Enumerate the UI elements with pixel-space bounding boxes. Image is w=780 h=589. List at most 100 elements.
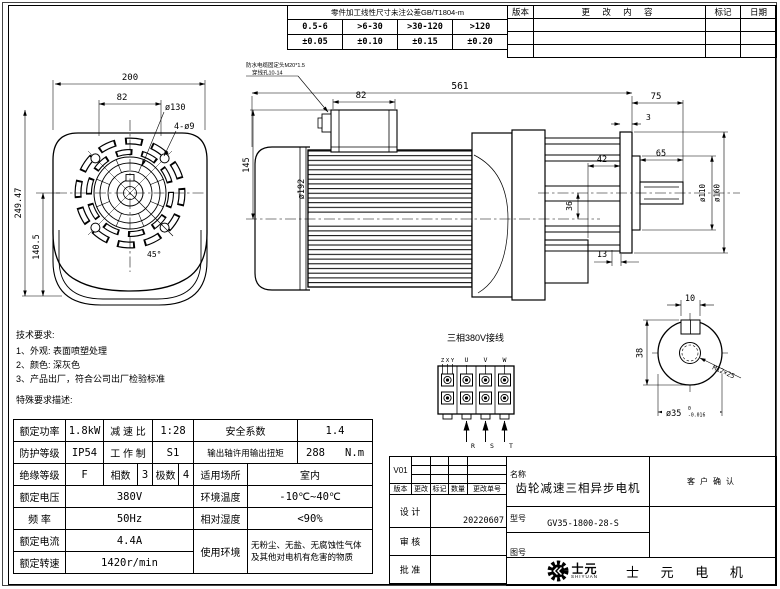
version-code: V01 — [389, 456, 412, 484]
spec-label: 减 速 比 — [103, 419, 153, 442]
logo-text: 士元 — [571, 562, 598, 577]
dim-side-axis-offset: 36 — [565, 201, 574, 211]
spec-label: 适用场所 — [193, 463, 249, 486]
front-view-dims: 200 82 ø130 4-ø9 249.47 140.5 45° — [14, 73, 194, 260]
title-block-main: 名称 齿轮减速三相异步电机 客户确认 型号 GV35-1800-28-S 图号 — [506, 456, 777, 586]
model-cell: 型号 GV35-1800-28-S — [506, 506, 650, 533]
customer-confirm-cell: 客户确认 — [649, 456, 777, 507]
spec-value: 288 N.m — [297, 441, 374, 464]
revision-header-content: 更 改 内 容 — [533, 5, 706, 19]
company-name: 士 元 电 机 — [626, 565, 752, 580]
line-label-s: S — [490, 442, 494, 450]
spec-value: 1.8kW — [65, 419, 104, 442]
dim-front-total-height: 249.47 — [14, 188, 24, 219]
dim-side-total-length: 561 — [451, 81, 468, 92]
terminal-label-u: U — [465, 356, 469, 364]
model-label: 型号 — [510, 513, 526, 523]
spec-label: 安全系数 — [193, 419, 299, 442]
spec-label: 额定电压 — [13, 485, 66, 508]
dim-shaft-key-width: 10 — [685, 294, 695, 304]
check-label: 审 核 — [389, 527, 431, 556]
terminal-label-v: V — [484, 356, 488, 364]
callout-cable-gland: 防水电缆固定头M20*1.5 — [246, 61, 305, 69]
callout-wire-hole: 穿线孔10-14 — [252, 69, 283, 77]
dim-shaft-tol-upper: 0 — [688, 406, 691, 412]
front-view — [22, 80, 208, 306]
wiring-labels: 三相380V接线 Z X Y U V W R S T — [441, 332, 513, 450]
tb-col-version: 版本 — [389, 483, 412, 495]
company-cell: 士元 SHIYUAN 士 元 电 机 — [506, 557, 777, 586]
dim-front-bolt-spacing: 82 — [117, 93, 128, 103]
revision-table: 版本 更 改 内 容 标记 日期 — [507, 5, 777, 58]
spec-label: 频 率 — [13, 507, 66, 530]
spec-label: 工 作 制 — [103, 441, 153, 464]
dim-shaft-tap: M12×25 — [711, 364, 736, 381]
tb-col-order: 更改单号 — [467, 483, 507, 495]
technical-requirements: 技术要求: 1、外观: 表面喷塑处理 2、颜色: 深灰色 3、产品出厂，符合公司… — [16, 328, 246, 407]
dim-side-box-width: 82 — [356, 91, 367, 101]
tolerance-range: >6-30 — [342, 19, 398, 35]
torque-unit: N.m — [345, 446, 365, 459]
dim-front-flange: ø130 — [165, 103, 185, 113]
spec-value: F — [65, 463, 104, 486]
spec-value: 50Hz — [64, 507, 195, 530]
spec-value: 380V — [64, 485, 195, 508]
spec-value: IP54 — [65, 441, 104, 464]
revision-header-date: 日期 — [740, 5, 777, 19]
terminal-label-z: Z — [441, 358, 445, 364]
spec-value: 1:28 — [151, 419, 195, 442]
wiring-title: 三相380V接线 — [447, 332, 504, 343]
shaft-end-view — [643, 300, 742, 418]
tolerance-value: ±0.10 — [342, 34, 398, 50]
spec-value: 4 — [177, 463, 195, 486]
spec-label: 相对湿度 — [193, 507, 249, 530]
spec-value: 1.4 — [297, 419, 374, 442]
tech-req-item: 3、产品出厂，符合公司出厂检验标准 — [16, 374, 166, 384]
tolerance-range: >120 — [452, 19, 508, 35]
design-label: 设 计 — [389, 494, 431, 528]
tb-col-qty: 数量 — [448, 483, 468, 495]
spec-value: 室内 — [247, 463, 374, 486]
tolerance-value: ±0.15 — [397, 34, 453, 50]
spec-value: 无粉尘、无盐、无腐蚀性气体及其他对电机有危害的物质 — [247, 529, 374, 574]
name-label: 名称 — [510, 470, 526, 479]
spec-value: 4.4A — [64, 529, 195, 552]
design-date: 20220607 — [430, 494, 507, 528]
spec-value: <90% — [247, 507, 374, 530]
spec-label: 防护等级 — [13, 441, 66, 464]
drawing-no-cell: 图号 — [506, 532, 650, 558]
line-label-t: T — [509, 442, 513, 450]
dim-side-key-len: 65 — [656, 149, 666, 159]
dim-side-spigot-dia: ø110 — [698, 183, 707, 202]
revision-header-mark: 标记 — [705, 5, 741, 19]
dim-front-holes: 4-ø9 — [174, 122, 194, 132]
wiring-diagram — [437, 364, 515, 442]
logo-subtext: SHIYUAN — [571, 574, 599, 580]
dim-side-body-dia: ø192 — [297, 179, 307, 199]
revision-header-version: 版本 — [507, 5, 534, 19]
terminal-label-y: Y — [451, 358, 455, 364]
revision-empty-row — [507, 31, 777, 45]
customer-sign-area — [649, 506, 777, 558]
product-name-cell: 名称 齿轮减速三相异步电机 — [506, 456, 650, 507]
tolerance-value: ±0.05 — [287, 34, 343, 50]
dim-side-flange-dia: ø160 — [713, 183, 722, 202]
spec-value: 1420r/min — [64, 551, 195, 574]
spec-label: 额定功率 — [13, 419, 66, 442]
tb-col-change: 更改 — [411, 483, 431, 495]
terminal-label-w: W — [503, 356, 507, 364]
dim-side-height: 145 — [242, 157, 252, 172]
spec-value: S1 — [151, 441, 195, 464]
spec-label: 额定电流 — [13, 529, 66, 552]
dim-side-shaft-len: 75 — [651, 92, 662, 102]
tb-col-mark: 标记 — [430, 483, 449, 495]
model-number: GV35-1800-28-S — [547, 518, 619, 529]
dim-shaft-key-height: 38 — [636, 348, 646, 358]
drawing-no-label: 图号 — [510, 548, 526, 557]
tolerance-title: 零件加工线性尺寸未注公差GB/T1804-m — [287, 5, 508, 20]
torque-value: 288 — [306, 446, 325, 459]
